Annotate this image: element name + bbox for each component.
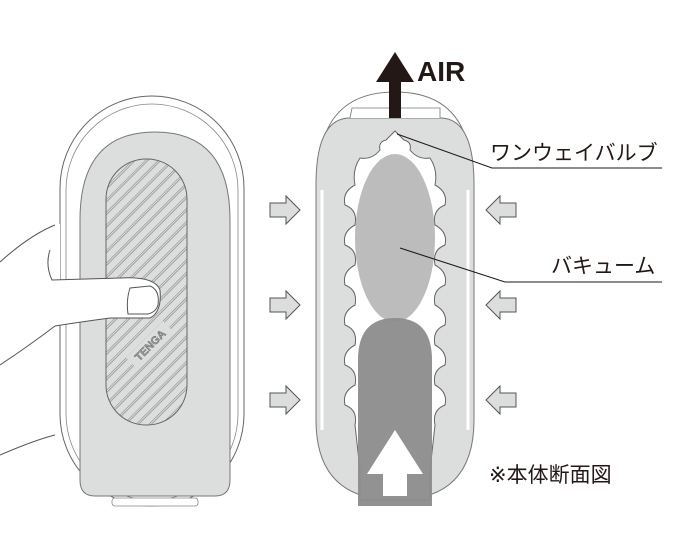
insertion-area <box>358 318 432 506</box>
arrow-right-icon <box>269 194 301 226</box>
vacuum-leader-line <box>399 247 662 283</box>
arrow-left-icon <box>485 289 517 321</box>
device-cross-section <box>315 91 475 506</box>
valve-leader-line <box>396 133 662 169</box>
cross-section-note: ※本体断面図 <box>489 463 612 487</box>
pressure-arrows-right <box>485 194 517 416</box>
one-way-valve-label: ワンウェイバルブ <box>490 141 658 165</box>
pressure-arrows-left <box>269 194 301 416</box>
arrow-right-icon <box>269 289 301 321</box>
vacuum-label: バキューム <box>551 254 656 278</box>
hand-illustration <box>0 224 161 456</box>
device-external-view: TENGA <box>0 95 245 507</box>
air-label: AIR <box>417 56 466 87</box>
insertion-arrow-icon <box>367 430 423 496</box>
vacuum-area <box>355 154 435 322</box>
arrow-right-icon <box>269 384 301 416</box>
air-up-arrow-icon <box>376 52 414 118</box>
arrow-left-icon <box>485 194 517 226</box>
arrow-left-icon <box>485 384 517 416</box>
